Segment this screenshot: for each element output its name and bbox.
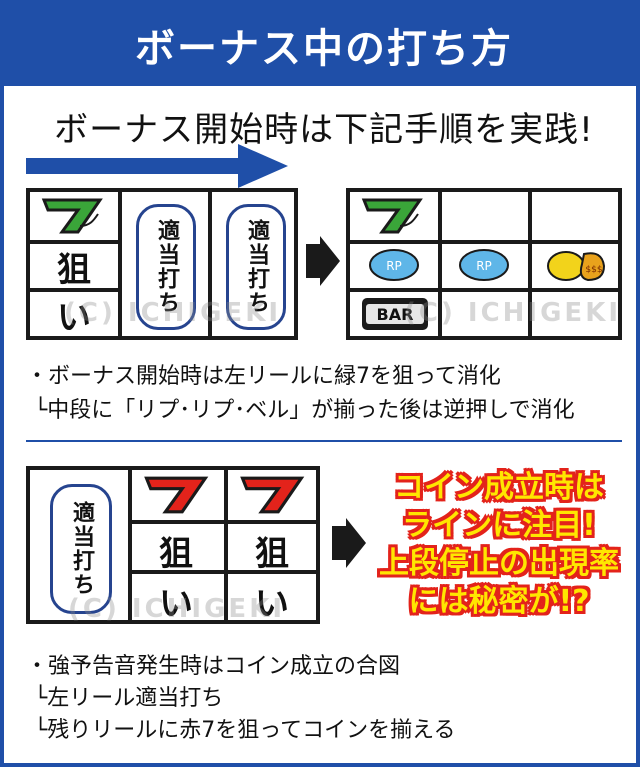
watermark: (C) ICHIGEKI — [404, 298, 622, 328]
aim-char-bottom: い — [57, 298, 91, 338]
bell-moneybag-icon: $$$ — [544, 244, 610, 288]
instruction-line: ・強予告音発生時はコイン成立の合図 — [26, 654, 401, 679]
aim-char-top: 狙 — [159, 534, 193, 574]
header-banner: ボーナス中の打ち方 — [4, 4, 640, 86]
svg-text:$$$: $$$ — [585, 265, 602, 275]
aim-char-top: 狙 — [57, 250, 91, 290]
coin-line-callout: コイン成立時は ラインに注目! 上段停止の出現率 には秘密が!? — [366, 469, 632, 621]
random-press-label: 適当打ち — [50, 484, 112, 614]
reel-diagram-left-seven: 狙 い 適当打ち 適当打ち — [26, 188, 298, 340]
random-press-label: 適当打ち — [226, 204, 286, 330]
section-divider — [26, 440, 622, 442]
green-seven-icon — [38, 196, 110, 240]
red-seven-icon — [236, 474, 312, 520]
reel-diagram-result: RP RP $$$ BAR — [346, 188, 622, 340]
svg-text:BAR: BAR — [377, 305, 414, 324]
green-seven-icon — [358, 196, 430, 240]
page-title: ボーナス中の打ち方 — [135, 26, 513, 72]
bar-symbol-icon: BAR — [360, 296, 430, 336]
next-chevron-icon — [306, 236, 340, 290]
callout-line: ラインに注目! — [402, 508, 596, 543]
subtitle: ボーナス開始時は下記手順を実践! — [54, 110, 594, 150]
next-chevron-icon — [332, 518, 366, 572]
reel-diagram-coin: 適当打ち 狙 い 狙 い — [26, 466, 320, 624]
instruction-line: ・ボーナス開始時は左リールに緑7を狙って消化 — [26, 364, 501, 389]
aim-char-bottom: い — [159, 584, 193, 624]
callout-line: には秘密が!? — [408, 584, 590, 619]
red-seven-icon — [140, 474, 216, 520]
replay-icon: RP — [458, 248, 510, 286]
aim-char-top: 狙 — [255, 534, 289, 574]
svg-text:RP: RP — [386, 259, 402, 273]
svg-text:RP: RP — [476, 259, 492, 273]
instruction-line: └中段に「リプ･リプ･ベル」が揃った後は逆押しで消化 — [34, 398, 575, 423]
aim-char-bottom: い — [255, 584, 289, 624]
direction-arrow-icon — [26, 144, 288, 188]
instruction-line: └左リール適当打ち — [34, 686, 224, 711]
callout-line: 上段停止の出現率 — [379, 546, 619, 581]
random-press-label: 適当打ち — [136, 204, 196, 330]
watermark: (C) ICHIGEKI — [68, 594, 286, 624]
callout-line: コイン成立時は — [394, 470, 604, 505]
replay-icon: RP — [368, 248, 420, 286]
watermark: (C) ICHIGEKI — [64, 298, 282, 328]
instruction-line: └残りリールに赤7を狙ってコインを揃える — [34, 718, 456, 743]
